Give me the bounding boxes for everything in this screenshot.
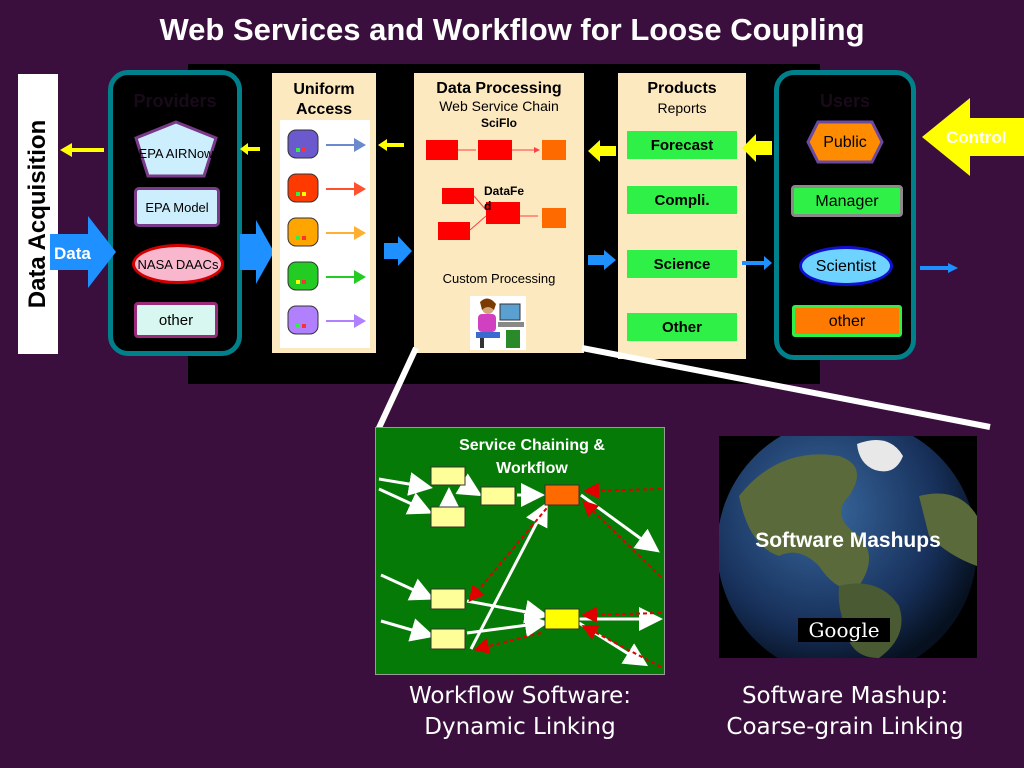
page-title: Web Services and Workflow for Loose Coup… bbox=[159, 12, 865, 47]
workflow-title-line2: Workflow bbox=[496, 460, 568, 477]
user-manager: Manager bbox=[791, 185, 903, 217]
arrow-left-yellow-icon bbox=[588, 140, 616, 162]
arrow-left-yellow-icon bbox=[378, 139, 404, 151]
service-chain-diagram bbox=[426, 140, 566, 240]
cylinder-violet-icon bbox=[287, 305, 366, 335]
user-scientist: Scientist bbox=[799, 246, 893, 286]
workflow-graph bbox=[378, 466, 663, 668]
custom-processing-label: Custom Processing bbox=[442, 271, 556, 286]
datafed-label: DataFed bbox=[484, 184, 525, 213]
user-other: other bbox=[792, 305, 902, 337]
product-compli: Compli. bbox=[627, 186, 737, 214]
cylinder-orange-icon bbox=[287, 217, 366, 247]
workflow-title-line1: Service Chaining & bbox=[459, 437, 605, 454]
data-source-cylinders bbox=[287, 129, 366, 335]
mashup-label: Software Mashups bbox=[755, 529, 941, 552]
users-heading: Users bbox=[819, 91, 871, 111]
uniform-access-title-line1: Uniform bbox=[293, 81, 355, 98]
workflow-caption-line2: Dynamic Linking bbox=[424, 714, 616, 740]
google-logo: Google bbox=[798, 618, 890, 642]
sciflo-label: SciFlo bbox=[480, 116, 517, 130]
zoom-connector-lines bbox=[375, 345, 991, 432]
arrow-right-blue-icon bbox=[384, 236, 412, 266]
person-at-computer-icon bbox=[470, 296, 526, 350]
control-arrow-icon bbox=[922, 98, 1024, 176]
uniform-access-title-line2: Access bbox=[295, 101, 353, 118]
data-acquisition-box: Data Acquisition bbox=[18, 74, 58, 354]
product-science: Science bbox=[627, 250, 737, 278]
control-label: Control bbox=[946, 128, 1007, 147]
cylinder-blue-icon bbox=[287, 129, 366, 159]
arrow-right-blue-icon bbox=[240, 220, 274, 284]
arrow-left-yellow-icon bbox=[742, 134, 772, 162]
cylinder-red-icon bbox=[287, 173, 366, 203]
provider-epa-airnow: EPA AIRNow bbox=[138, 145, 214, 161]
arrow-right-blue-icon bbox=[742, 256, 772, 270]
arrow-right-blue-icon bbox=[920, 263, 958, 273]
mashup-caption-line2: Coarse-grain Linking bbox=[726, 714, 964, 740]
providers-heading: Providers bbox=[133, 91, 217, 111]
workflow-caption: Workflow Software: Dynamic Linking bbox=[370, 681, 670, 743]
arrow-left-yellow-icon bbox=[60, 143, 104, 157]
arrow-right-blue-icon bbox=[588, 250, 616, 270]
provider-epa-model: EPA Model bbox=[134, 187, 220, 227]
cylinder-green-icon bbox=[287, 261, 366, 291]
mashup-caption-line1: Software Mashup: bbox=[741, 683, 949, 709]
product-other: Other bbox=[627, 313, 737, 341]
data-processing-subtitle: Web Service Chain bbox=[439, 98, 559, 114]
arrow-left-yellow-icon bbox=[240, 143, 260, 155]
mashup-panel: Software Mashups Google bbox=[719, 436, 977, 658]
data-label: Data bbox=[54, 244, 91, 263]
uniform-access-title: Uniform Access bbox=[272, 80, 376, 120]
products-subtitle: Reports bbox=[657, 100, 707, 116]
workflow-panel-title: Service Chaining & Workflow bbox=[400, 434, 664, 480]
epa-airnow-pentagon bbox=[134, 120, 218, 178]
mashup-caption: Software Mashup: Coarse-grain Linking bbox=[700, 681, 990, 743]
data-arrow-icon bbox=[50, 216, 116, 288]
products-column: Products Reports bbox=[618, 73, 746, 359]
data-processing-title: Data Processing bbox=[436, 80, 562, 97]
product-forecast: Forecast bbox=[627, 131, 737, 159]
user-public: Public bbox=[823, 133, 867, 151]
products-title: Products bbox=[647, 80, 717, 97]
data-acquisition-label: Data Acquisition bbox=[24, 119, 51, 309]
workflow-caption-line1: Workflow Software: bbox=[408, 683, 632, 709]
public-hexagon bbox=[806, 120, 884, 164]
provider-nasa-daacs: NASA DAACs bbox=[132, 244, 224, 284]
provider-other: other bbox=[134, 302, 218, 338]
